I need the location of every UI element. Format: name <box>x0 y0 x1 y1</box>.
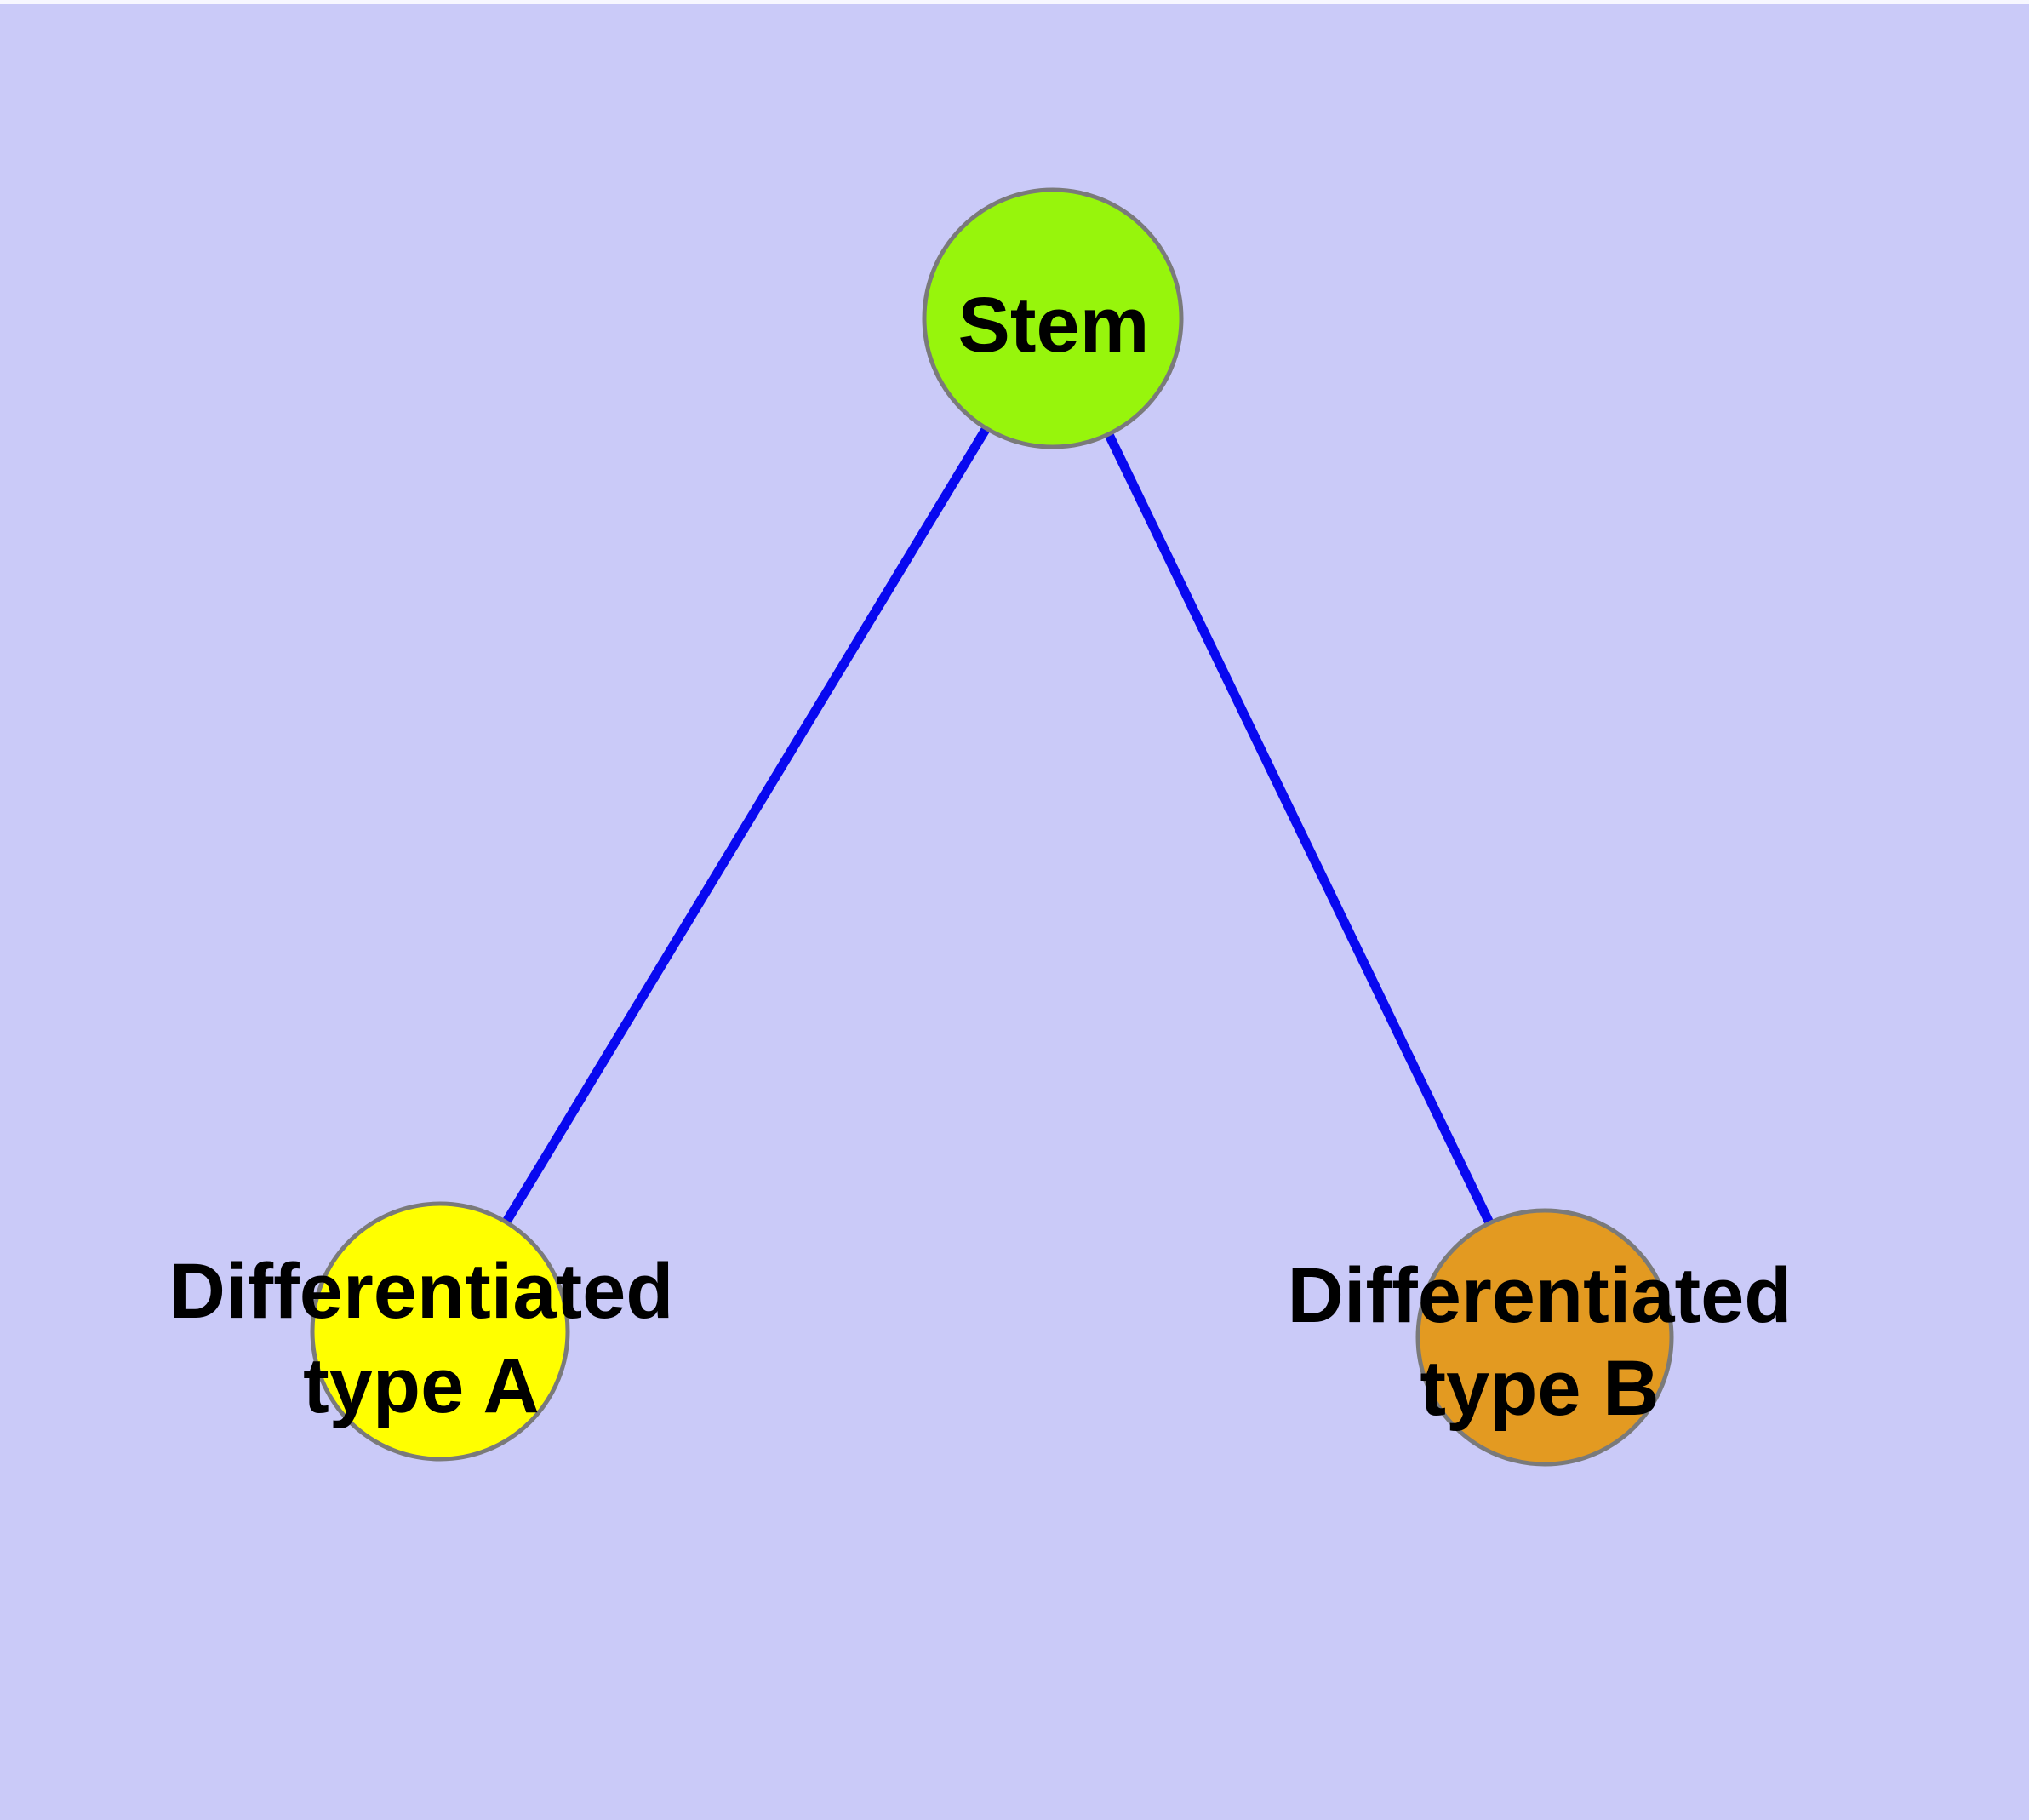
node-type-b-label-line1: Differentiated <box>1288 1252 1792 1339</box>
node-type-a-label-line1: Differentiated <box>169 1248 674 1335</box>
node-stem-label: Stem <box>958 282 1150 369</box>
edge-stem-to-type-a <box>436 316 1057 1334</box>
node-type-a-label-line2: type A <box>303 1342 540 1429</box>
node-type-b-label-line2: type B <box>1420 1345 1659 1432</box>
edge-stem-to-type-b <box>1049 316 1549 1340</box>
top-margin-strip <box>0 0 2029 4</box>
node-type-a <box>310 1201 570 1462</box>
node-type-b <box>1415 1208 1674 1467</box>
node-stem <box>922 187 1184 449</box>
